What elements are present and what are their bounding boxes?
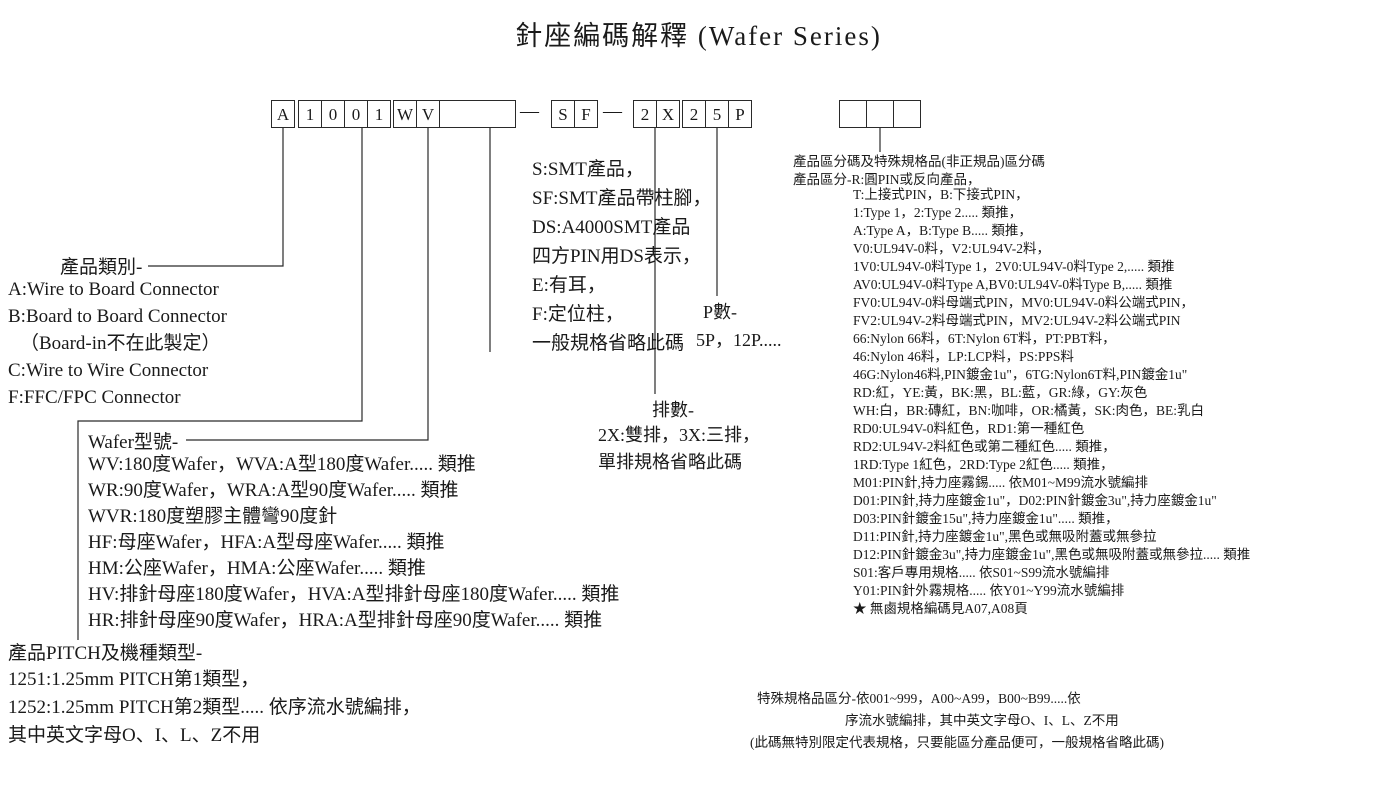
special-code-line: 46:Nylon 46料，LP:LCP料，PS:PPS料: [853, 349, 1074, 364]
code-box: A: [271, 100, 295, 128]
wafer-model-line: HF:母座Wafer，HFA:A型母座Wafer..... 類推: [88, 532, 445, 553]
code-field-special-code: [839, 100, 921, 128]
special-code-line: RD2:UL94V-2料紅色或第二種紅色..... 類推，: [853, 439, 1116, 454]
smt-suffix-line: S:SMT產品，: [532, 159, 644, 180]
code-box: [439, 100, 516, 128]
product-category-line: A:Wire to Board Connector: [8, 279, 219, 300]
pitch-type-list: 1251:1.25mm PITCH第1類型， 1252:1.25mm PITCH第…: [8, 666, 421, 750]
field-separator-dash: —: [520, 101, 539, 122]
smt-suffix-line: E:有耳，: [532, 275, 606, 296]
product-category-label: 產品類別-: [60, 257, 143, 278]
code-box: V: [416, 100, 440, 128]
product-category-line: F:FFC/FPC Connector: [8, 387, 181, 408]
smt-suffix-line: 一般規格省略此碼: [532, 333, 685, 354]
pitch-type-line: 其中英文字母O、I、L、Z不用: [8, 725, 261, 746]
row-count-list: 2X:雙排，3X:三排， 單排規格省略此碼: [598, 422, 760, 476]
code-box: 2: [682, 100, 706, 128]
special-code-line: 66:Nylon 66料，6T:Nylon 6T料，PT:PBT料，: [853, 331, 1116, 346]
special-code-subheader: 產品區分-R:圓PIN或反向產品，: [793, 172, 981, 187]
page-title: 針座編碼解釋 (Wafer Series): [515, 21, 882, 51]
smt-suffix-list: S:SMT產品， SF:SMT產品帶柱腳， DS:A4000SMT產品四方PIN用D…: [532, 155, 711, 358]
special-code-line: Y01:PIN針外霧規格..... 依Y01~Y99流水號編排: [853, 583, 1125, 598]
special-code-line: D03:PIN針鍍金15u",持力座鍍金1u"..... 類推，: [853, 511, 1119, 526]
pin-count-label: P數-: [703, 302, 738, 322]
special-spec-note-line: (此碼無特別限定代表規格，只要能區分產品便可，一般規格省略此碼): [750, 735, 1164, 750]
wafer-model-line: HV:排針母座180度Wafer，HVA:A型排針母座180度Wafer....…: [88, 584, 620, 605]
special-code-line: FV2:UL94V-2料母端式PIN，MV2:UL94V-2料公端式PIN: [853, 313, 1181, 328]
smt-suffix-line: 四方PIN用DS表示，: [532, 246, 701, 267]
special-code-line: AV0:UL94V-0料Type A,BV0:UL94V-0料Type B,..…: [853, 277, 1173, 292]
special-code-line: V0:UL94V-0料，V2:UL94V-2料，: [853, 241, 1051, 256]
code-box: 5: [705, 100, 729, 128]
special-code-line: 46G:Nylon46料,PIN鍍金1u"，6TG:Nylon6T料,PIN鍍金…: [853, 367, 1188, 382]
special-code-line: 1:Type 1，2:Type 2..... 類推，: [853, 205, 1023, 220]
wafer-model-line: WR:90度Wafer，WRA:A型90度Wafer..... 類推: [88, 480, 459, 501]
special-code-line: 1RD:Type 1紅色，2RD:Type 2紅色..... 類推，: [853, 457, 1114, 472]
pitch-type-line: 1252:1.25mm PITCH第2類型..... 依序流水號編排，: [8, 697, 421, 718]
code-box: 0: [321, 100, 345, 128]
product-category-line: C:Wire to Wire Connector: [8, 360, 209, 381]
code-box: P: [728, 100, 752, 128]
special-code-line: D01:PIN針,持力座鍍金1u"，D02:PIN針鍍金3u",持力座鍍金1u": [853, 493, 1217, 508]
wafer-model-line: HM:公座Wafer，HMA:公座Wafer..... 類推: [88, 558, 426, 579]
pitch-type-label: 產品PITCH及機種類型-: [8, 643, 203, 664]
connector-category: [148, 127, 284, 267]
special-code-line: FV0:UL94V-0料母端式PIN，MV0:UL94V-0料公端式PIN，: [853, 295, 1195, 310]
code-box: [866, 100, 894, 128]
wafer-model-line: WV:180度Wafer，WVA:A型180度Wafer..... 類推: [88, 454, 476, 475]
row-count-line: 單排規格省略此碼: [598, 452, 742, 472]
wafer-model-line: WVR:180度塑膠主體彎90度針: [88, 506, 338, 527]
code-box: X: [656, 100, 680, 128]
code-box: S: [551, 100, 575, 128]
special-spec-note: 特殊規格品區分-依001~999，A00~A99，B00~B99.....依序流…: [750, 688, 1164, 754]
field-separator-dash: —: [603, 101, 622, 122]
smt-suffix-line: DS:A4000SMT產品: [532, 217, 691, 238]
special-code-line: D12:PIN針鍍金3u",持力座鍍金1u",黑色或無吸附蓋或無參拉..... …: [853, 547, 1251, 562]
special-code-line: S01:客戶專用規格..... 依S01~S99流水號編排: [853, 565, 1110, 580]
code-box: [893, 100, 921, 128]
special-code-list: T:上接式PIN，B:下接式PIN， 1:Type 1，2:Type 2.....…: [853, 186, 1250, 618]
code-field-product-category: A: [271, 100, 295, 128]
special-code-line: A:Type A，B:Type B..... 類推，: [853, 223, 1032, 238]
special-code-line: RD0:UL94V-0料紅色，RD1:第一種紅色: [853, 421, 1085, 436]
code-box: F: [574, 100, 598, 128]
product-category-line: （Board-in不在此製定）: [20, 333, 221, 354]
special-code-line: T:上接式PIN，B:下接式PIN，: [853, 187, 1029, 202]
row-count-line: 2X:雙排，3X:三排，: [598, 425, 760, 445]
code-box: [839, 100, 867, 128]
special-code-line: M01:PIN針,持力座霧錫..... 依M01~M99流水號編排: [853, 475, 1148, 490]
special-code-line: WH:白，BR:磚紅，BN:咖啡，OR:橘黃，SK:肉色，BE:乳白: [853, 403, 1205, 418]
special-code-line: 1V0:UL94V-0料Type 1，2V0:UL94V-0料Type 2,..…: [853, 259, 1175, 274]
special-code-line: ★ 無鹵規格編碼見A07,A08頁: [853, 601, 1028, 616]
wafer-model-label: Wafer型號-: [88, 432, 179, 453]
special-spec-note-line: 特殊規格品區分-依001~999，A00~A99，B00~B99.....依: [757, 691, 1081, 706]
code-box: 0: [344, 100, 368, 128]
code-box: W: [393, 100, 417, 128]
wafer-model-line: HR:排針母座90度Wafer，HRA:A型排針母座90度Wafer..... …: [88, 610, 603, 631]
wafer-model-list: WV:180度Wafer，WVA:A型180度Wafer..... 類推 WR:9…: [88, 452, 619, 634]
code-box: 1: [367, 100, 391, 128]
smt-suffix-line: SF:SMT產品帶柱腳，: [532, 188, 712, 209]
special-code-header: 產品區分碼及特殊規格品(非正規品)區分碼: [793, 154, 1045, 169]
code-box: 2: [633, 100, 657, 128]
special-spec-note-line: 序流水號編排，其中英文字母O、I、L、Z不用: [845, 713, 1119, 728]
code-box: 1: [298, 100, 322, 128]
row-count-label: 排數-: [652, 400, 694, 420]
product-category-line: B:Board to Board Connector: [8, 306, 227, 327]
special-code-line: RD:紅，YE:黃，BK:黑，BL:藍，GR:綠，GY:灰色: [853, 385, 1148, 400]
smt-suffix-line: F:定位柱，: [532, 304, 624, 325]
special-code-line: D11:PIN針,持力座鍍金1u",黑色或無吸附蓋或無參拉: [853, 529, 1157, 544]
pitch-type-line: 1251:1.25mm PITCH第1類型，: [8, 669, 260, 690]
pin-count-value: 5P，12P.....: [696, 330, 782, 350]
